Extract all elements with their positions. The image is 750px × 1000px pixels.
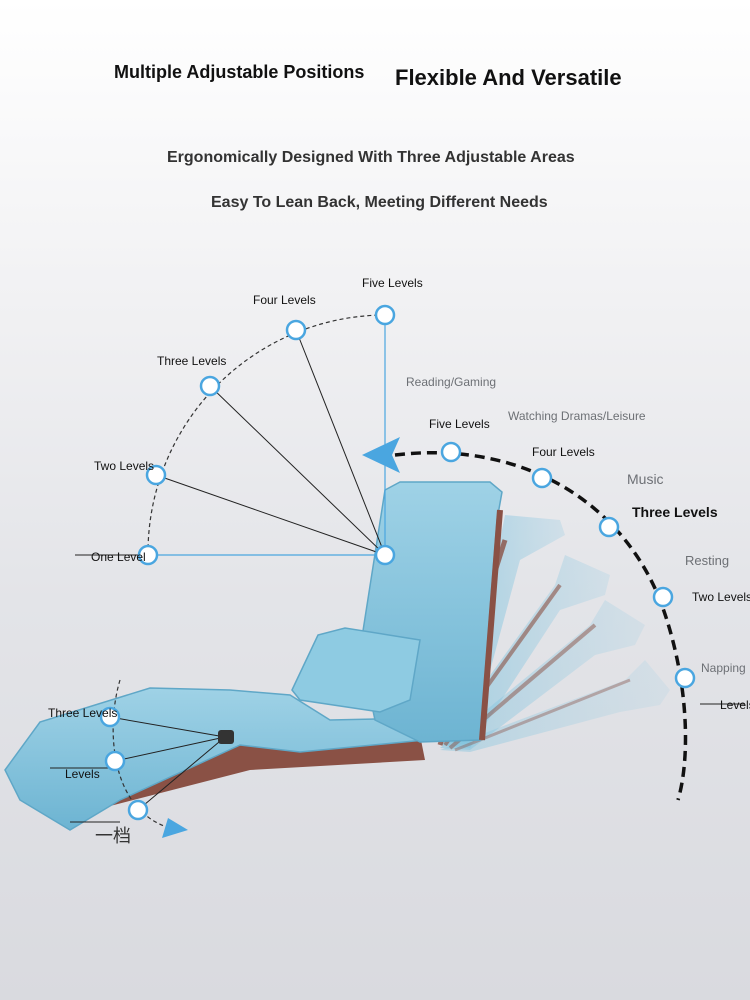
backrest-level-1-marker [674,667,696,689]
headrest-level-2-label: Two Levels [94,459,155,473]
headrest-level-3-label: Three Levels [157,354,227,368]
headrest-level-5-marker [374,304,396,326]
headrest-level-3-marker [199,375,221,397]
headrest-level-2-marker [145,464,167,486]
backrest-level-3-marker [598,516,620,538]
subtitle-line-2: Easy To Lean Back, Meeting Different Nee… [211,194,548,211]
footrest-level-1-label: 一档 [95,826,131,846]
subtitle-line-1: Ergonomically Designed With Three Adjust… [167,149,575,166]
backrest-level-1-label: Levels [720,698,750,712]
backrest-level-5-marker [440,441,462,463]
usage-resting: Resting [685,553,730,568]
footrest-level-2-marker [104,750,126,772]
headrest-pivot-marker [374,544,396,566]
adjuster-handle [218,730,234,744]
footrest-level-2-label: Levels [65,767,100,781]
headrest-level-5-label: Five Levels [362,276,423,290]
usage-watching: Watching Dramas/Leisure [508,409,646,423]
usage-napping: Napping [701,661,746,675]
chair-frame [60,735,425,815]
backrest-level-2-label: Two Levels [692,590,750,604]
usage-reading: Reading/Gaming [406,375,497,389]
footrest-level-1-marker [127,799,149,821]
title-right: Flexible And Versatile [395,65,622,90]
title-left: Multiple Adjustable Positions [114,62,365,82]
arrow-down-icon [162,818,188,838]
headrest-level-4-marker [285,319,307,341]
pillow [291,627,421,713]
backrest-level-3-label: Three Levels [632,504,718,520]
headrest-level-1-marker [137,544,159,566]
usage-music: Music [627,471,664,487]
footrest-level-3-marker [99,706,121,728]
backrest-level-5-label: Five Levels [429,417,490,431]
backrest-level-2-marker [652,586,674,608]
arrow-up-icon [362,437,400,473]
footrest-level-3-label: Three Levels [48,706,118,720]
headrest-level-4-label: Four Levels [253,293,316,307]
backrest-level-4-label: Four Levels [532,445,595,459]
headrest-level-1-label: One Level [91,550,146,564]
backrest-level-4-marker [531,467,553,489]
